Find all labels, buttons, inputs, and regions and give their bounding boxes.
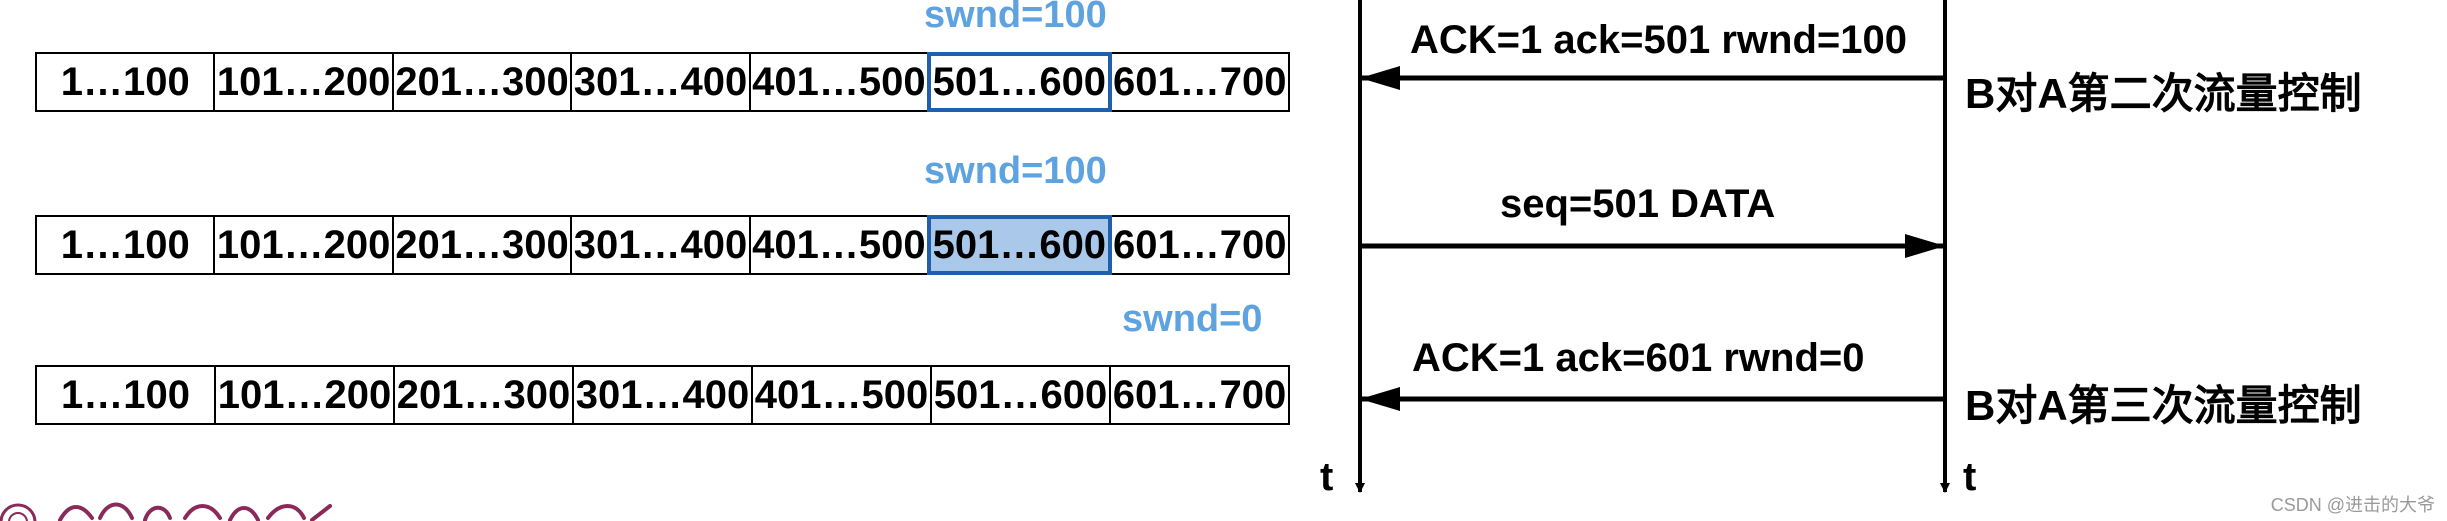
buffer-cell: 1…100 [35,52,216,112]
swnd-label-row-3: swnd=0 [1122,298,1263,340]
message-ack-601: ACK=1 ack=601 rwnd=0 [1412,336,1865,380]
buffer-cell: 201…300 [391,215,573,275]
label-third-flow-control: B对A第三次流量控制 [1965,382,2362,429]
buffer-cell: 401…500 [748,52,930,112]
buffer-cell: 501…600 [930,365,1111,425]
buffer-cell: 601…700 [1109,215,1290,275]
time-label-a: t [1320,455,1334,499]
watermark: CSDN @进击的大爷 [2270,495,2435,515]
buffer-cell: 301…400 [570,215,751,275]
window-cell: 501…600 [927,52,1112,112]
swnd-label-row-1: swnd=100 [924,0,1107,36]
buffer-cell: 401…500 [748,215,930,275]
buffer-cell: 301…400 [572,365,753,425]
buffer-cell: 601…700 [1109,52,1290,112]
message-seq-501: seq=501 DATA [1500,182,1776,226]
buffer-cell: 301…400 [570,52,751,112]
label-second-flow-control: B对A第二次流量控制 [1965,70,2362,117]
buffer-cell: 101…200 [214,365,395,425]
buffer-cell: 401…500 [751,365,932,425]
window-cell: 501…600 [927,215,1112,275]
buffer-cell: 601…700 [1109,365,1290,425]
buffer-cell: 201…300 [393,365,574,425]
message-ack-501: ACK=1 ack=501 rwnd=100 [1410,18,1907,62]
buffer-cell: 1…100 [35,365,216,425]
buffer-cell: 101…200 [213,215,394,275]
swnd-label-row-2: swnd=100 [924,150,1107,192]
publisher-logo [0,502,332,521]
time-label-b: t [1963,455,1977,499]
buffer-cell: 1…100 [35,215,216,275]
buffer-cell: 201…300 [391,52,573,112]
